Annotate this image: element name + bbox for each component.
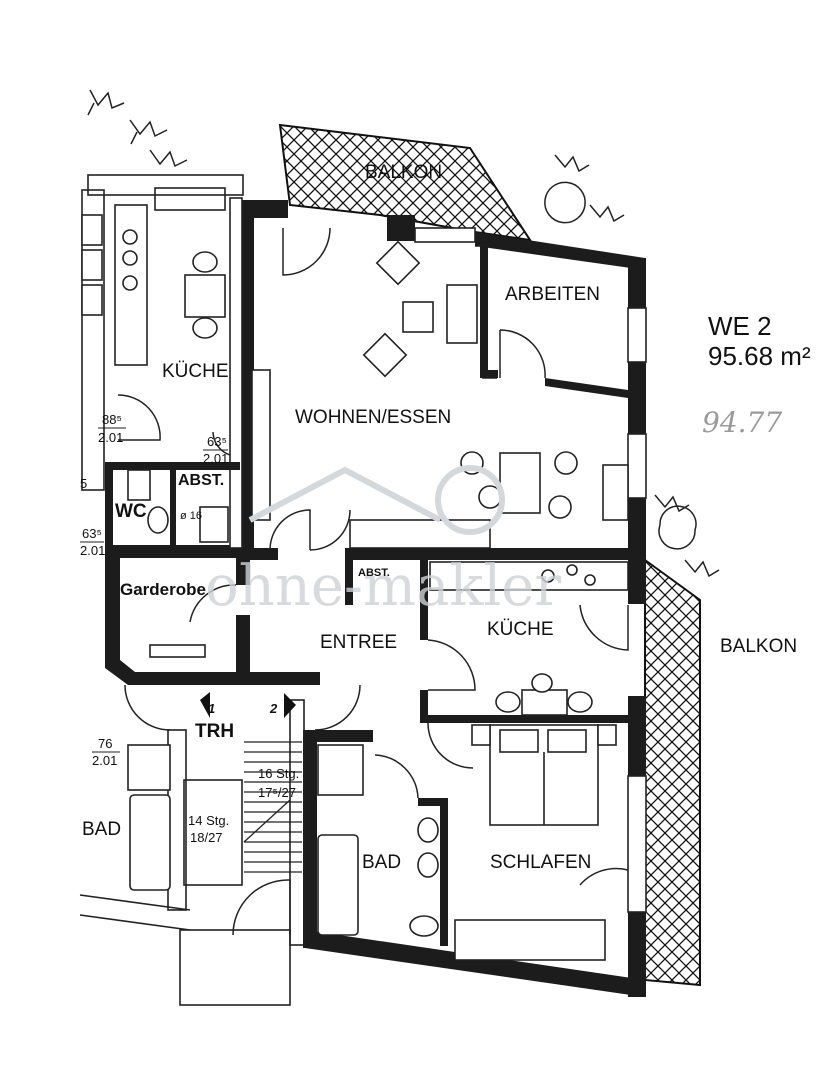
door-88-width: 88⁵ xyxy=(102,412,122,427)
room-labels: BALKON ARBEITEN WOHNEN/ESSEN KÜCHE ABST.… xyxy=(82,162,797,873)
label-trh: TRH xyxy=(195,721,234,742)
watermark: ohne-makler xyxy=(205,465,561,619)
label-kueche-left: KÜCHE xyxy=(162,361,229,382)
door-76-height: 2.01 xyxy=(92,753,117,768)
stairs-down-ratio: 18/27 xyxy=(190,830,223,845)
stairs-up-ratio: 17⁵/27 xyxy=(258,785,296,800)
label-balkon-top: BALKON xyxy=(365,162,442,183)
pipe-diameter: ø 16 xyxy=(180,510,202,522)
label-garderobe: Garderobe xyxy=(120,580,206,599)
arrow-1-label: 1 xyxy=(208,701,215,716)
label-wc: WC xyxy=(115,501,147,522)
wall-5: 5 xyxy=(80,476,87,491)
door-63b-height: 2.01 xyxy=(80,543,105,558)
handwritten-area: 94.77 xyxy=(702,406,782,439)
label-kueche-main: KÜCHE xyxy=(487,619,554,640)
label-arbeiten: ARBEITEN xyxy=(505,284,600,305)
plants xyxy=(87,89,720,578)
label-entree: ENTREE xyxy=(320,632,397,653)
interior-walls xyxy=(79,174,630,1006)
label-abst-left: ABST. xyxy=(178,472,224,489)
watermark-text: ohne-makler xyxy=(205,554,561,619)
unit-label: WE 2 xyxy=(708,311,772,341)
door-swings xyxy=(117,227,629,936)
door-76-width: 76 xyxy=(98,736,112,751)
door-63a-height: 2.01 xyxy=(203,451,228,466)
label-bad-main: BAD xyxy=(362,852,401,873)
furniture xyxy=(114,204,629,937)
label-wohnen-essen: WOHNEN/ESSEN xyxy=(295,407,451,428)
label-balkon-right: BALKON xyxy=(720,636,797,657)
unit-info: WE 2 95.68 m² 94.77 xyxy=(702,311,811,439)
label-schlafen: SCHLAFEN xyxy=(490,852,591,873)
balcony-right xyxy=(644,558,701,987)
label-bad-left: BAD xyxy=(82,819,121,840)
door-88-height: 2.01 xyxy=(98,430,123,445)
stairs-up-count: 16 Stg. xyxy=(258,766,299,781)
windows xyxy=(81,214,647,961)
stairs-down-count: 14 Stg. xyxy=(188,813,229,828)
unit-area: 95.68 m² xyxy=(708,341,811,371)
door-63a-width: 63⁵ xyxy=(207,434,227,449)
arrow-2-label: 2 xyxy=(269,701,278,716)
label-abst-main: ABST. xyxy=(358,567,390,579)
door-63b-width: 63⁵ xyxy=(82,526,102,541)
dimension-annotations: 88⁵ 2.01 63⁵ 2.01 5 63⁵ 2.01 ø 16 76 2.0… xyxy=(80,412,299,845)
